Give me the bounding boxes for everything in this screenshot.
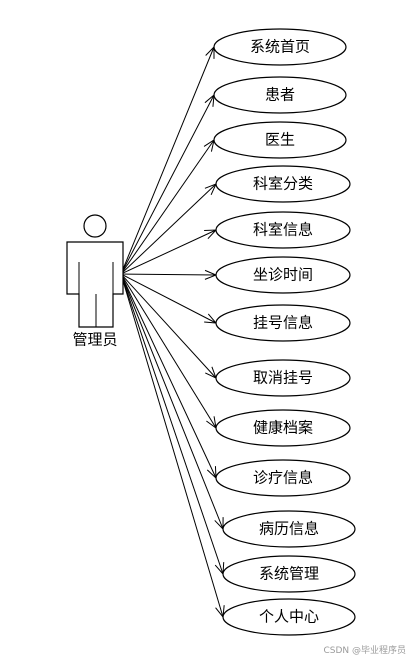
use-case-3-label: 医生 [265,131,295,149]
use-case-6-association-line [120,273,217,276]
use-case-13: 个人中心 [222,598,356,636]
use-case-2-association-line [120,94,215,275]
use-case-9-ellipse [215,409,351,447]
use-case-7-arrow-head [204,313,218,324]
actor-label: 管理员 [72,331,117,349]
use-case-5-association-line [120,229,217,275]
use-case-8-association-line [120,273,217,379]
use-case-5-ellipse [215,211,351,249]
use-case-6-label: 坐诊时间 [253,266,313,284]
use-case-8: 取消挂号 [215,359,351,397]
use-case-6: 坐诊时间 [215,256,351,294]
use-case-1-label: 系统首页 [250,38,310,56]
use-case-9-label: 健康档案 [253,419,313,437]
use-case-11-association-line [120,273,224,530]
use-case-2-arrow-head [204,93,215,107]
use-case-10: 诊疗信息 [215,459,351,497]
use-case-12: 系统管理 [222,555,356,593]
use-case-7-ellipse [215,304,351,342]
use-case-12-association-line [120,273,224,575]
association-lines [120,45,225,619]
use-case-6-ellipse [215,256,351,294]
use-case-7: 挂号信息 [215,304,351,342]
use-case-4-ellipse [215,165,351,203]
use-case-3-association-line [120,139,215,275]
use-case-9-association-line [120,273,217,429]
use-case-3-ellipse [213,121,347,159]
use-case-8-label: 取消挂号 [253,369,313,387]
use-case-10-association-line [120,273,217,479]
use-case-12-label: 系统管理 [259,565,319,583]
use-case-2-label: 患者 [265,86,295,104]
use-case-4-association-line [120,183,217,275]
use-case-3: 医生 [213,121,347,159]
use-case-1-ellipse [213,28,347,66]
use-case-2: 患者 [213,76,347,114]
actor: 管理员 [66,214,124,349]
use-case-2-ellipse [213,76,347,114]
use-case-10-ellipse [215,459,351,497]
use-case-11-ellipse [222,510,356,548]
use-case-7-association-line [120,273,217,324]
use-case-9: 健康档案 [215,409,351,447]
use-case-7-label: 挂号信息 [253,314,313,332]
actor-body [66,241,124,328]
use-case-11: 病历信息 [222,510,356,548]
use-case-1-association-line [120,46,215,275]
use-case-8-ellipse [215,359,351,397]
use-case-13-ellipse [222,598,356,636]
use-case-4: 科室分类 [215,165,351,203]
use-case-11-label: 病历信息 [259,520,319,538]
watermark-text: CSDN @毕业程序员 [323,646,406,656]
use-case-13-association-line [120,273,224,618]
use-cases: 系统首页患者医生科室分类科室信息坐诊时间挂号信息取消挂号健康档案诊疗信息病历信息… [213,28,356,636]
use-case-1: 系统首页 [213,28,347,66]
actor-head [83,214,107,238]
use-case-12-ellipse [222,555,356,593]
use-case-5-label: 科室信息 [253,221,313,239]
use-case-10-label: 诊疗信息 [253,469,313,487]
use-case-5: 科室信息 [215,211,351,249]
use-case-4-label: 科室分类 [253,175,313,193]
use-case-13-label: 个人中心 [259,608,319,626]
